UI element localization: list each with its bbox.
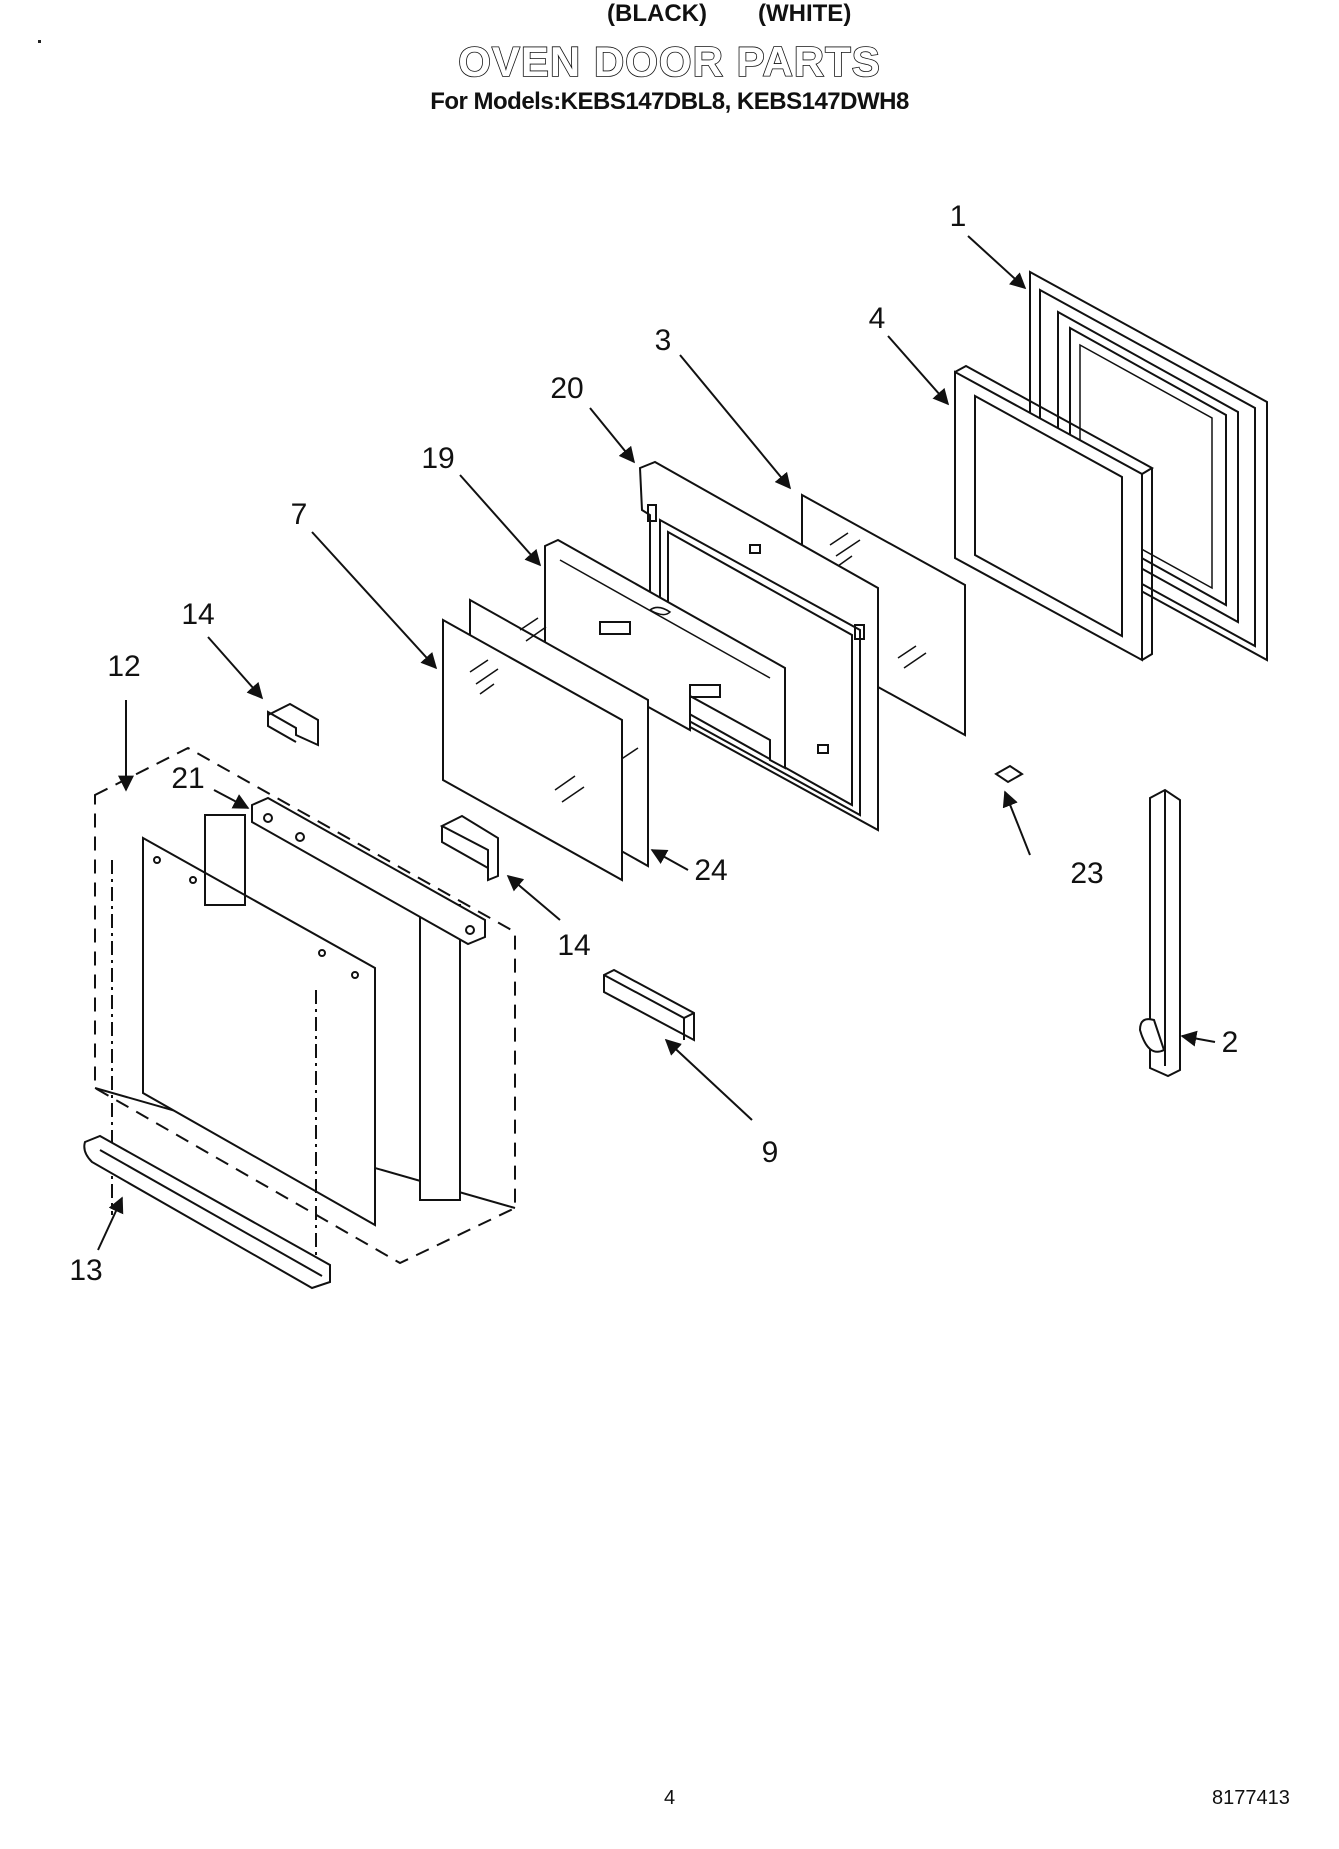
callout-14-upper: 14 xyxy=(181,598,214,631)
variant-black: (BLACK) xyxy=(607,0,707,27)
callout-2: 2 xyxy=(1222,1026,1239,1059)
model-variants: (BLACK) (WHITE) xyxy=(0,0,1339,30)
callout-21: 21 xyxy=(171,762,204,795)
part-4-gasket-frame xyxy=(954,364,1155,662)
callout-12: 12 xyxy=(107,650,140,683)
callout-14-lower: 14 xyxy=(557,929,590,962)
part-14-bracket-upper xyxy=(267,702,319,747)
part-7-outer-glass xyxy=(442,618,623,882)
part-2-hinge-arm xyxy=(1138,788,1181,1078)
part-14-bracket-lower xyxy=(439,814,499,882)
part-13-bottom-trim xyxy=(83,1134,331,1290)
page-title: OVEN DOOR PARTS xyxy=(457,37,881,86)
callout-23: 23 xyxy=(1070,857,1103,890)
leader-lines xyxy=(97,235,1216,1251)
document-number: 8177413 xyxy=(1212,1787,1290,1809)
callout-24: 24 xyxy=(694,854,727,887)
page-number: 4 xyxy=(664,1787,676,1809)
stray-mark xyxy=(38,40,41,43)
callout-13: 13 xyxy=(69,1254,102,1287)
part-23-clip xyxy=(994,764,1024,784)
callout-20: 20 xyxy=(550,372,583,405)
model-list: For Models:KEBS147DBL8, KEBS147DWH8 xyxy=(430,88,909,115)
callout-19: 19 xyxy=(421,442,454,475)
callout-1: 1 xyxy=(950,200,967,233)
callout-7: 7 xyxy=(291,498,308,531)
callout-labels: 1 4 3 20 19 7 14 12 21 14 24 23 2 9 13 xyxy=(69,200,1238,1287)
part-12-outer-door-panel xyxy=(111,814,461,1262)
callout-4: 4 xyxy=(869,302,886,335)
variant-white: (WHITE) xyxy=(758,0,852,27)
part-19-shield xyxy=(544,538,786,770)
callout-3: 3 xyxy=(655,324,672,357)
callout-9: 9 xyxy=(762,1136,779,1169)
part-21-top-strip xyxy=(251,796,486,946)
part-9-trim-strip xyxy=(603,968,695,1042)
